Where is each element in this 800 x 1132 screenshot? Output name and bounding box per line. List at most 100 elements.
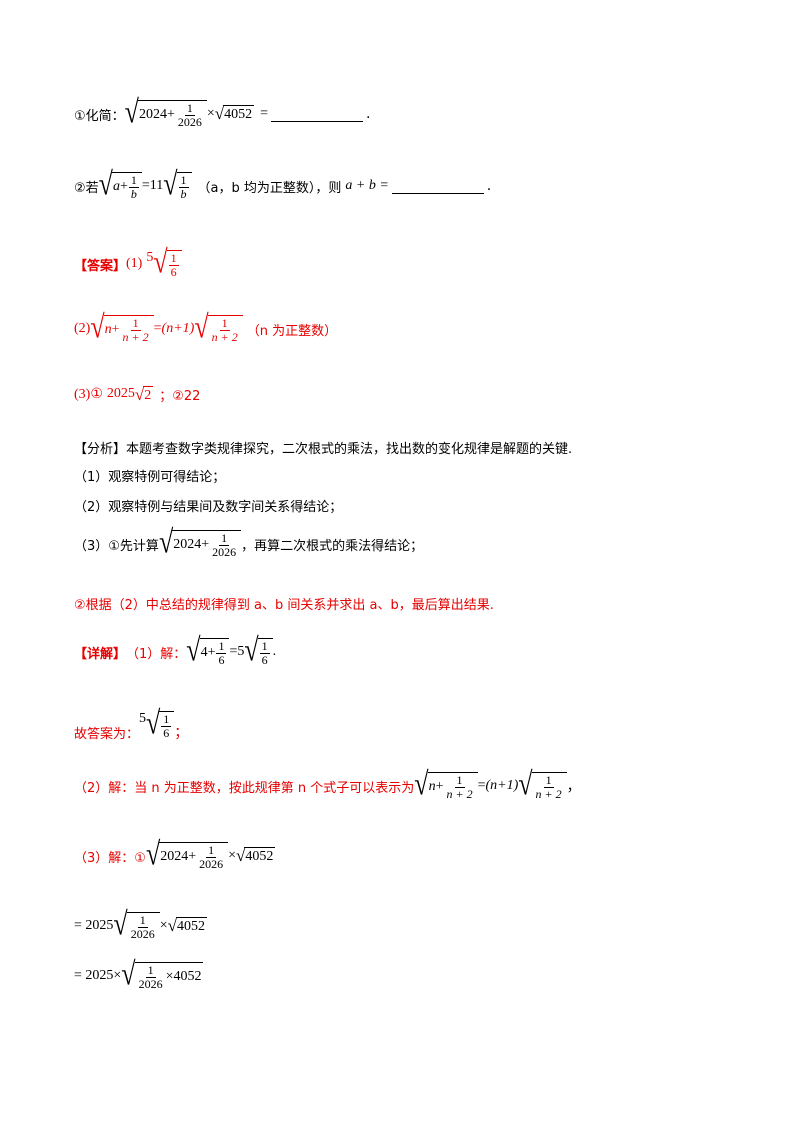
q1-b: 4052 — [223, 105, 255, 123]
answer-2-plus: + — [111, 322, 120, 338]
answer-1-coef: 5 — [146, 250, 154, 265]
detail-1-eq: = — [229, 644, 238, 660]
q2-frac-num: 1 — [128, 173, 139, 188]
detail-1-den: 6 — [218, 652, 225, 667]
detail-3-num: 1 — [206, 843, 217, 858]
detail-1-a: 4 — [200, 645, 208, 661]
step-1-eq: = 2025 — [74, 918, 114, 934]
step-2-num: 1 — [145, 963, 156, 978]
answer-3-sqrt: √2 — [134, 384, 154, 404]
analysis-text-4-pre: （3）①先计算 — [74, 538, 159, 554]
detail-2-end: ， — [566, 780, 581, 796]
q2-plus: + — [119, 179, 128, 195]
detail-answer-num: 1 — [161, 711, 172, 727]
q2-label: ②若 — [74, 180, 99, 196]
analysis-text-5: ②根据（2）中总结的规律得到 a、b 间关系并求出 a、b，最后算出结果. — [74, 598, 494, 613]
answer-2-eq: = — [153, 321, 162, 337]
answer-2-coef: (n+1) — [161, 321, 195, 337]
answer-2-den: n + 2 — [122, 329, 149, 344]
answer-2-n: n — [104, 322, 112, 338]
answer-2-rnum: 1 — [219, 316, 230, 331]
answer-1-label: (1) — [126, 256, 143, 272]
detail-3-b: 4052 — [244, 847, 276, 865]
q2-sum: a + b = — [345, 178, 389, 194]
analysis-line-1: 【分析】本题考查数字类规律探究，二次根式的乘法，找出数的变化规律是解题的关键. — [74, 438, 572, 457]
detail-2-den: n + 2 — [446, 786, 473, 801]
detail-2-coef: (n+1) — [485, 778, 519, 794]
step-1-num: 1 — [137, 913, 148, 928]
step-2-eq: = 2025× — [74, 968, 122, 984]
step-1-b: 4052 — [175, 917, 207, 935]
analysis-text-2: （1）观察特例可得结论； — [74, 470, 226, 485]
detail-3-pre: （3）解：① — [74, 850, 146, 866]
q1-answer-blank[interactable] — [271, 107, 363, 122]
answer-2-label: (2) — [74, 321, 91, 337]
analysis-line-2: （1）观察特例可得结论； — [74, 466, 225, 485]
detail-1-rden: 6 — [261, 652, 268, 667]
detail-3-a: 2024 — [160, 849, 189, 865]
q2-answer-blank[interactable] — [391, 179, 484, 194]
q2-note: （a，b 均为正整数），则 — [197, 180, 342, 196]
q1-times: × — [206, 106, 215, 122]
analysis-4-a: 2024 — [173, 537, 202, 553]
step-2-b: 4052 — [173, 969, 202, 985]
detail-2-eq: = — [477, 778, 486, 794]
q2-rden: b — [180, 186, 187, 201]
analysis-text-4-post: ，再算二次根式的乘法得结论； — [241, 538, 424, 554]
q2-a: a — [112, 179, 120, 195]
q1-a: 2024 — [138, 107, 167, 123]
q2-end: . — [486, 178, 492, 195]
detail-1-pre: （1）解： — [126, 646, 187, 662]
detail-3-den: 2026 — [199, 856, 224, 871]
step-1-sqrt-2: √4052 — [167, 916, 207, 936]
analysis-text-1: 【分析】本题考查数字类规律探究，二次根式的乘法，找出数的变化规律是解题的关键. — [74, 442, 573, 457]
analysis-line-5: ②根据（2）中总结的规律得到 a、b 间关系并求出 a、b，最后算出结果. — [74, 594, 494, 613]
q2-coef: 11 — [149, 178, 164, 194]
answer-1-num: 1 — [168, 251, 179, 266]
answer-1-den: 6 — [170, 264, 177, 279]
detail-1-coef: 5 — [237, 644, 245, 660]
step-1-times: × — [159, 918, 168, 934]
answer-2-rden: n + 2 — [211, 329, 238, 344]
detail-1-rnum: 1 — [259, 639, 270, 654]
detail-answer-end: ； — [174, 725, 189, 741]
q1-frac-den: 2026 — [177, 114, 202, 129]
q1-sqrt-2: √4052 — [214, 104, 255, 124]
answer-3-val: 2025 — [106, 385, 135, 401]
